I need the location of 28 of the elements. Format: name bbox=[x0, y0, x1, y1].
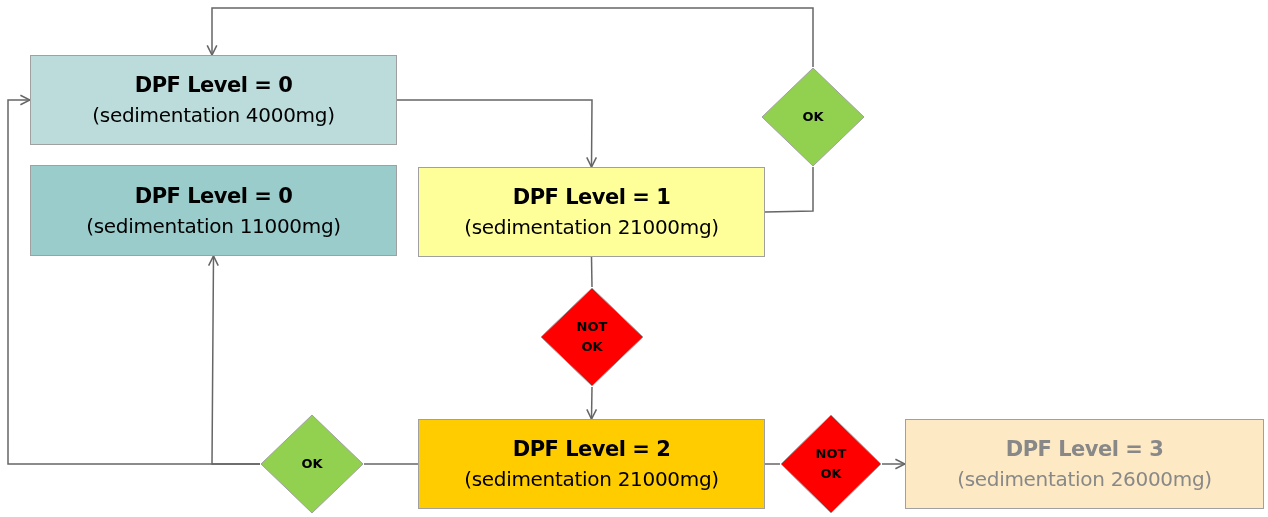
decision-diamond bbox=[540, 287, 644, 387]
process-box bbox=[905, 419, 1264, 509]
box-title: DPF Level = 1 bbox=[512, 184, 671, 211]
process-box bbox=[30, 55, 397, 145]
box-subtitle: (sedimentation 21000mg) bbox=[464, 214, 719, 241]
connector-arrow bbox=[586, 386, 598, 420]
box-subtitle: (sedimentation 26000mg) bbox=[957, 466, 1212, 493]
decision-diamond bbox=[780, 414, 882, 514]
connector-arrow bbox=[881, 458, 906, 470]
box-title: DPF Level = 3 bbox=[1005, 436, 1164, 463]
connector-arrow bbox=[396, 99, 598, 168]
process-box bbox=[30, 165, 397, 256]
connector-arrow bbox=[206, 7, 814, 68]
decision-diamond bbox=[260, 414, 364, 514]
process-box bbox=[418, 167, 765, 257]
box-subtitle: (sedimentation 4000mg) bbox=[92, 102, 335, 129]
box-title: DPF Level = 0 bbox=[134, 72, 293, 99]
decision-diamond bbox=[761, 67, 865, 167]
box-title: DPF Level = 2 bbox=[512, 436, 671, 463]
box-title: DPF Level = 0 bbox=[134, 182, 293, 210]
decision-label: OK bbox=[301, 455, 323, 473]
decision-label: NOT OK bbox=[575, 318, 609, 356]
connector-arrow bbox=[207, 255, 261, 465]
decision-label: OK bbox=[802, 108, 824, 126]
box-subtitle: (sedimentation 11000mg) bbox=[86, 212, 341, 240]
decision-label: NOT OK bbox=[814, 445, 848, 483]
box-subtitle: (sedimentation 21000mg) bbox=[464, 466, 719, 493]
process-box bbox=[418, 419, 765, 509]
